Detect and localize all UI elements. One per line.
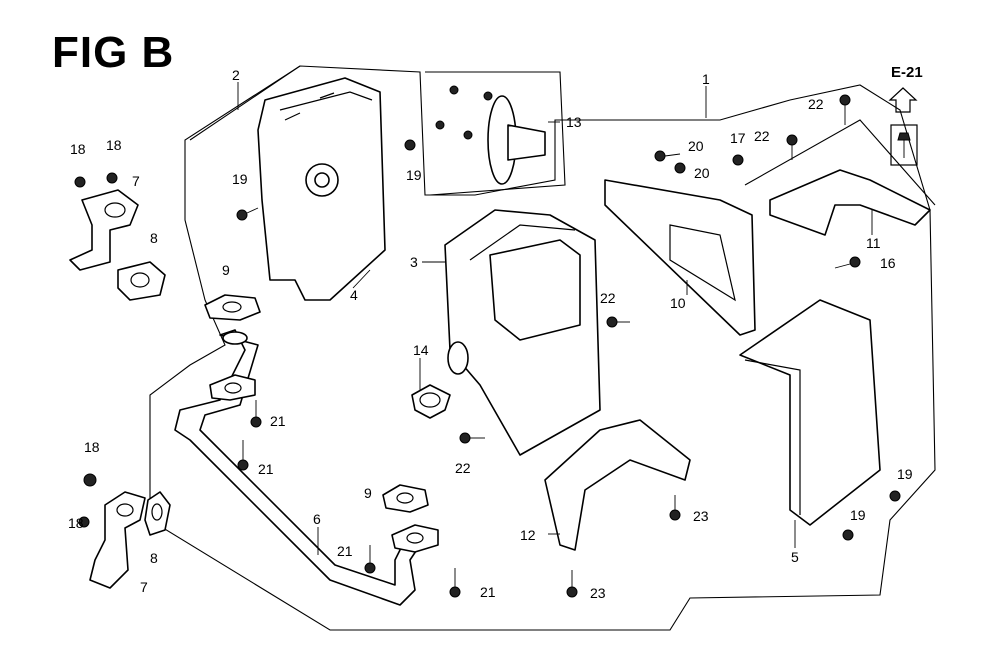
bolt-17 [732, 154, 744, 166]
callout-21-b: 21 [258, 461, 274, 477]
bolt-21-b [237, 440, 249, 471]
pipe-clamp [411, 384, 451, 419]
figure-title: FIG B [52, 28, 175, 77]
callout-18-b: 18 [106, 137, 122, 153]
callout-labels: 2 1 3 4 5 6 7 7 8 8 9 9 10 11 12 13 14 1… [68, 67, 913, 601]
callout-10: 10 [670, 295, 686, 311]
assembly-frame-outer [149, 65, 936, 631]
upper-bracket [769, 169, 931, 236]
bolt-22-d [459, 432, 485, 444]
callout-20-b: 20 [694, 165, 710, 181]
callout-17: 17 [730, 130, 746, 146]
callout-11: 11 [866, 235, 881, 251]
callout-7-lower: 7 [140, 579, 148, 595]
callout-7-upper: 7 [132, 173, 140, 189]
bolt-16 [834, 256, 861, 269]
reference-label: E-21 [891, 64, 923, 81]
exhaust-gasket-lower [144, 491, 171, 536]
callout-18-a: 18 [70, 141, 86, 157]
assembly-frame-bracket [744, 119, 936, 206]
gasket-upper [204, 294, 261, 321]
callout-12: 12 [520, 527, 536, 543]
spark-arrester [435, 85, 546, 185]
callout-18-c: 18 [84, 439, 100, 455]
nut-18-d [78, 516, 90, 528]
muffler-protector [257, 77, 386, 301]
bolt-23-a [669, 495, 681, 521]
bolt-19-b [404, 139, 416, 151]
bolt-22-b [839, 94, 851, 125]
leader-lines [237, 82, 873, 555]
callout-13: 13 [566, 114, 582, 130]
assembly-frame-muffler [189, 65, 566, 196]
bolt-22-c [606, 316, 630, 328]
callout-19-a: 19 [232, 171, 248, 187]
callout-22-a: 22 [754, 128, 770, 144]
bolt-21-d [449, 568, 461, 598]
callout-20-a: 20 [688, 138, 704, 154]
bolt-21-a [250, 400, 262, 428]
bolt-19-a [236, 207, 259, 221]
callout-22-c: 22 [600, 290, 616, 306]
callout-22-d: 22 [455, 460, 471, 476]
bolt-23-b [566, 570, 578, 598]
callout-21-d: 21 [480, 584, 496, 600]
callout-22-b: 22 [808, 96, 824, 112]
callout-8-lower: 8 [150, 550, 158, 566]
nut-18-c [83, 473, 97, 487]
callout-21-c: 21 [337, 543, 353, 559]
callout-1: 1 [702, 71, 710, 87]
exhaust-elbow-upper [69, 189, 139, 271]
callout-9-upper: 9 [222, 262, 230, 278]
bolt-22-a [786, 134, 798, 160]
pipe-flange-lower [391, 524, 439, 553]
bolt-19-c [889, 490, 901, 502]
exhaust-pipe [174, 329, 421, 606]
callout-19-d: 19 [850, 507, 866, 523]
muffler-body [444, 209, 601, 456]
callout-19-c: 19 [897, 466, 913, 482]
stay-bracket [544, 419, 691, 551]
exhaust-elbow-lower [89, 491, 146, 589]
callout-18-d: 18 [68, 515, 84, 531]
callout-5: 5 [791, 549, 799, 565]
exhaust-cover [739, 299, 881, 526]
callout-16: 16 [880, 255, 896, 271]
reference-arrow [888, 87, 918, 166]
pipe-flange-upper [209, 374, 256, 401]
callout-14: 14 [413, 342, 429, 358]
callout-9-lower: 9 [364, 485, 372, 501]
callout-6: 6 [313, 511, 321, 527]
callout-2: 2 [232, 67, 240, 83]
callout-23-b: 23 [590, 585, 606, 601]
bolt-20-a [654, 150, 681, 162]
fasteners [74, 94, 901, 598]
bolt-20-b [674, 162, 686, 174]
exhaust-gasket-upper [117, 261, 166, 301]
bolt-21-c [364, 545, 376, 574]
callout-21-a: 21 [270, 413, 286, 429]
bolt-19-d [842, 529, 854, 541]
nut-18-b [106, 172, 118, 184]
callout-23-a: 23 [693, 508, 709, 524]
callout-4: 4 [350, 287, 358, 303]
callout-8-upper: 8 [150, 230, 158, 246]
muffler-bracket-plate [604, 179, 756, 336]
nut-18-a [74, 176, 86, 188]
callout-19-b: 19 [406, 167, 422, 183]
callout-3: 3 [410, 254, 418, 270]
gasket-lower [382, 484, 429, 513]
